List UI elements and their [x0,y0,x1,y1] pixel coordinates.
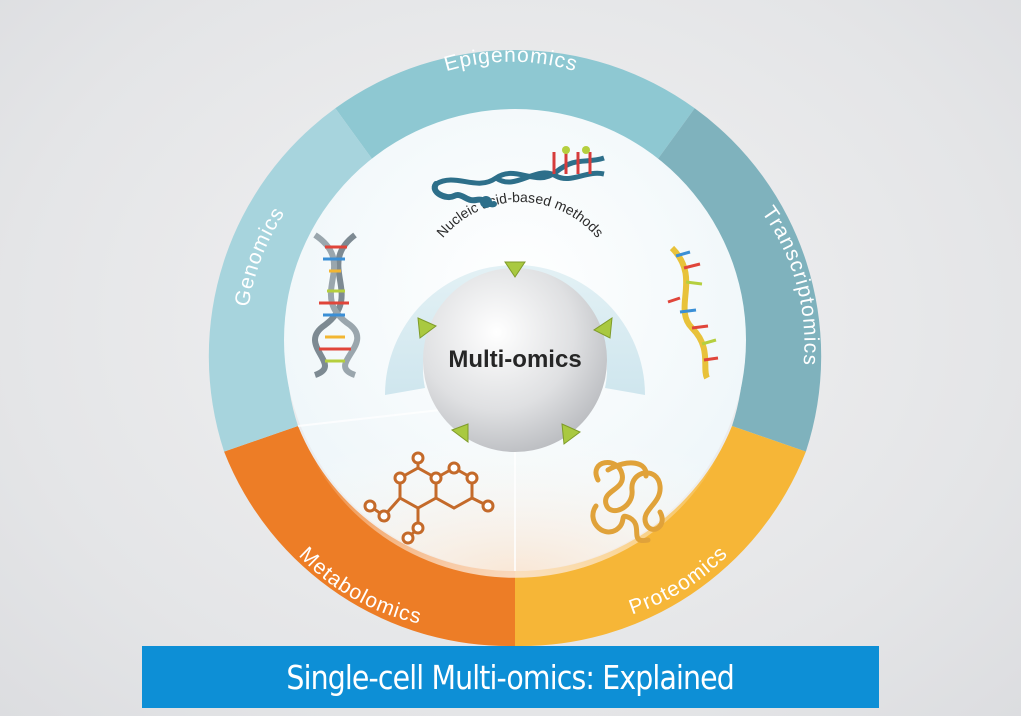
dna-double-helix-icon [312,232,361,378]
title-banner: Single-cell Multi-omics: Explained [142,646,879,708]
arrow-icon [504,261,526,278]
rna-strand-icon [667,245,719,380]
arrow-icon [417,317,437,339]
center-label: Multi-omics [448,346,581,373]
banner-title: Single-cell Multi-omics: Explained [286,657,735,697]
dna-methylation-icon [431,146,605,208]
center-sphere [423,268,607,452]
arrow-icon [561,423,581,445]
arrow-icon [593,316,613,339]
segment-metabolomics [224,426,515,647]
arrow-icon [450,423,469,443]
metabolite-molecule-icon [363,451,495,545]
segment-proteomics [515,426,806,647]
protein-fold-icon [590,460,665,544]
arrows [417,261,613,445]
